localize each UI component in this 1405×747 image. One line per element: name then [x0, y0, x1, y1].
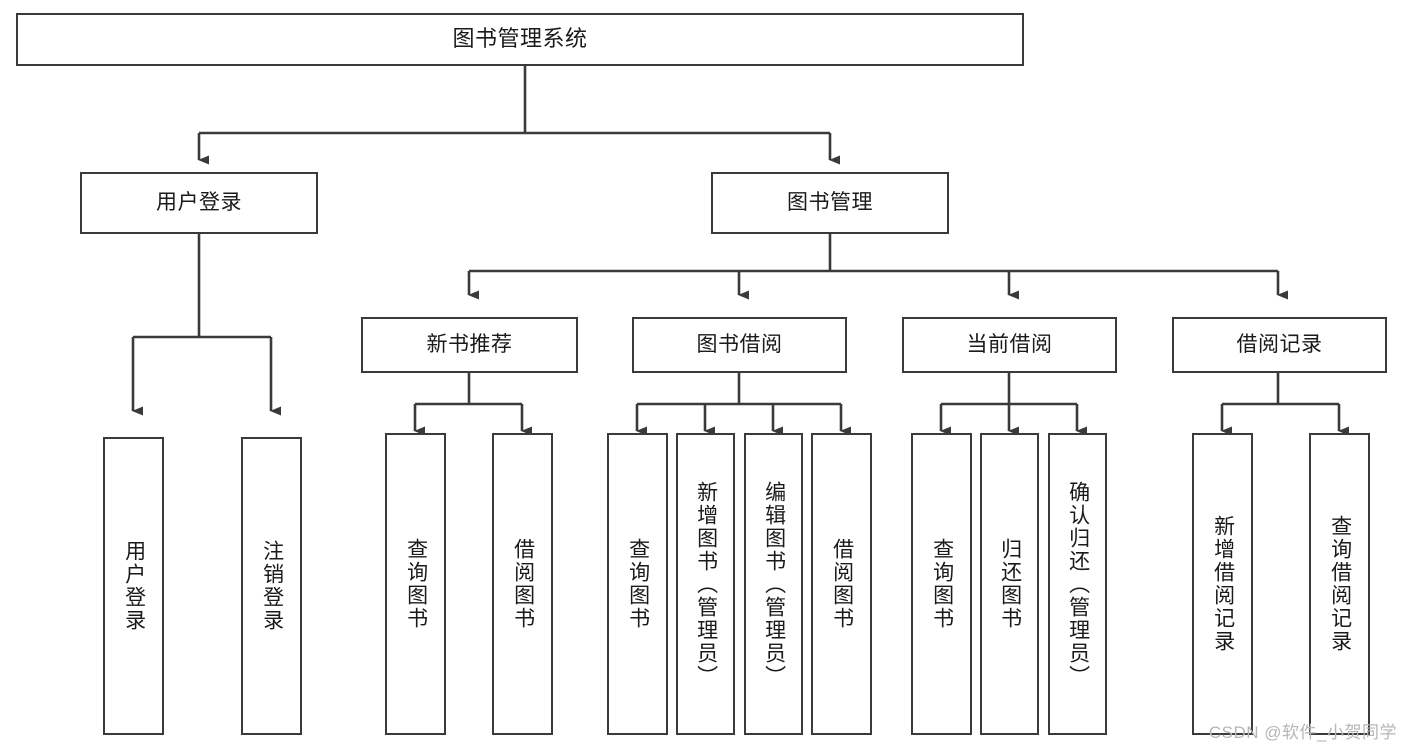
node-label: 查询图书 — [626, 538, 650, 630]
node-book-management[interactable]: 图书管理 — [711, 172, 949, 234]
node-label: 借阅图书 — [830, 538, 854, 630]
node-label: 查询图书 — [404, 538, 428, 630]
node-leaf-borrow-book-borrow[interactable]: 借阅图书 — [811, 433, 872, 735]
node-borrowing-record[interactable]: 借阅记录 — [1172, 317, 1387, 373]
node-book-borrowing[interactable]: 图书借阅 — [632, 317, 847, 373]
node-leaf-return-book[interactable]: 归还图书 — [980, 433, 1039, 735]
node-leaf-query-book-newbook[interactable]: 查询图书 — [385, 433, 446, 735]
node-leaf-edit-book-admin[interactable]: 编辑图书（管理员） — [744, 433, 803, 735]
node-label: 编辑图书（管理员） — [762, 480, 786, 688]
node-label: 归还图书 — [998, 538, 1022, 630]
node-label: 图书管理 — [787, 191, 873, 215]
node-user-login[interactable]: 用户登录 — [80, 172, 318, 234]
node-label: 图书管理系统 — [452, 26, 588, 52]
node-root-book-management-system[interactable]: 图书管理系统 — [16, 13, 1024, 66]
node-current-borrowing[interactable]: 当前借阅 — [902, 317, 1117, 373]
node-label: 借阅记录 — [1236, 333, 1323, 357]
node-label: 新增图书（管理员） — [694, 480, 718, 688]
node-leaf-query-book-borrow[interactable]: 查询图书 — [607, 433, 668, 735]
node-label: 当前借阅 — [966, 333, 1053, 357]
node-leaf-query-book-current[interactable]: 查询图书 — [911, 433, 972, 735]
node-leaf-logout[interactable]: 注销登录 — [241, 437, 302, 735]
node-leaf-add-book-admin[interactable]: 新增图书（管理员） — [676, 433, 735, 735]
node-leaf-query-borrowing-record[interactable]: 查询借阅记录 — [1309, 433, 1370, 735]
node-label: 用户登录 — [156, 191, 242, 215]
node-label: 注销登录 — [260, 540, 284, 632]
node-label: 新书推荐 — [426, 333, 513, 357]
node-label: 查询借阅记录 — [1328, 515, 1352, 653]
csdn-watermark: CSDN @软件_小贺同学 — [1208, 723, 1397, 742]
node-new-book-recommendation[interactable]: 新书推荐 — [361, 317, 578, 373]
node-label: 查询图书 — [930, 538, 954, 630]
node-leaf-borrow-book-newbook[interactable]: 借阅图书 — [492, 433, 553, 735]
node-label: 借阅图书 — [511, 538, 535, 630]
node-label: 用户登录 — [122, 540, 146, 632]
node-label: 图书借阅 — [696, 333, 783, 357]
node-label: 新增借阅记录 — [1211, 515, 1235, 653]
node-leaf-confirm-return-admin[interactable]: 确认归还（管理员） — [1048, 433, 1107, 735]
node-leaf-user-login[interactable]: 用户登录 — [103, 437, 164, 735]
node-leaf-add-borrowing-record[interactable]: 新增借阅记录 — [1192, 433, 1253, 735]
node-label: 确认归还（管理员） — [1066, 480, 1090, 688]
